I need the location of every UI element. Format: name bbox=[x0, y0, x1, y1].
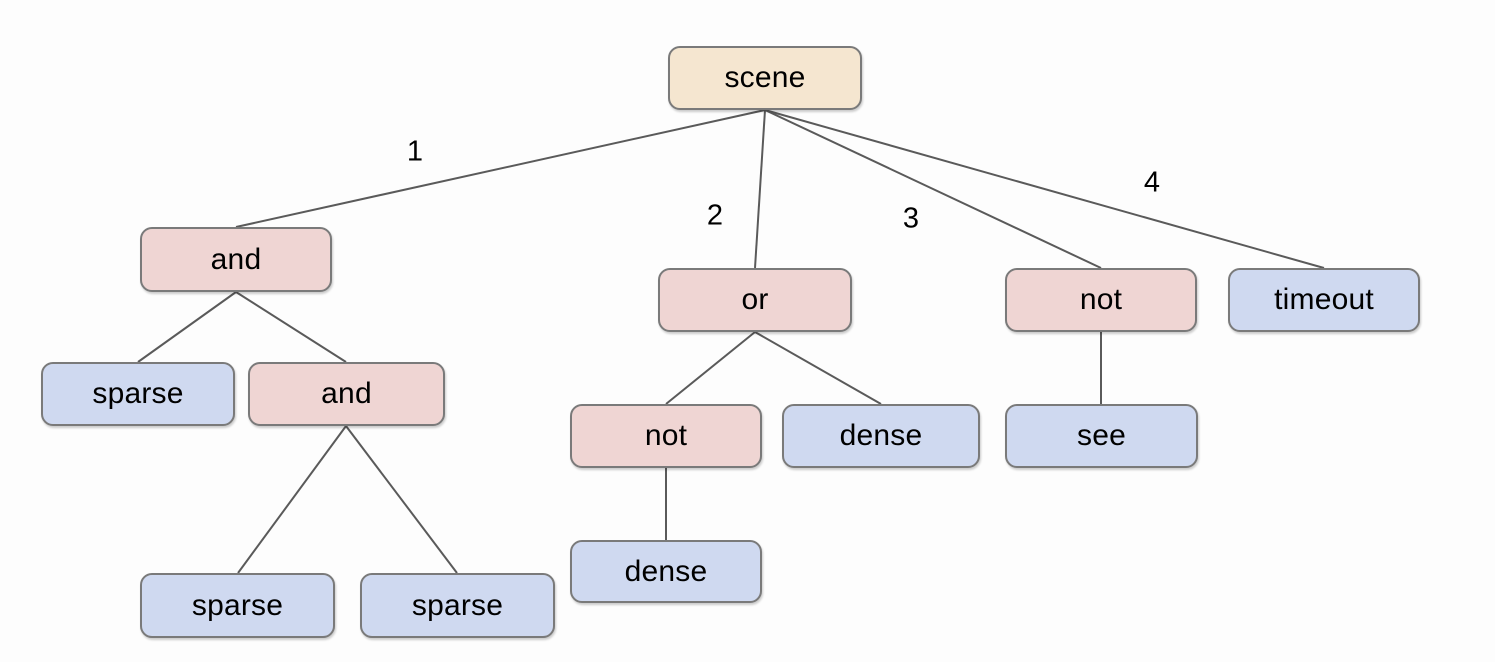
edge-label-4: 4 bbox=[1143, 166, 1161, 199]
node-label: see bbox=[1077, 419, 1126, 452]
edge-and1-to-sparse1 bbox=[137, 291, 237, 363]
edge-scene-to-timeout1 bbox=[764, 109, 1325, 269]
node-label: sparse bbox=[411, 588, 504, 622]
node-label: dense bbox=[839, 419, 923, 452]
node-timeout1[interactable]: timeout bbox=[1228, 268, 1420, 332]
node-and1[interactable]: and bbox=[140, 227, 332, 292]
node-label: not bbox=[644, 419, 688, 452]
edge-label-2: 2 bbox=[706, 199, 724, 232]
node-or1[interactable]: or bbox=[658, 268, 852, 332]
node-scene[interactable]: scene bbox=[668, 46, 862, 110]
edge-and2-to-sparse3 bbox=[345, 425, 458, 574]
edge-and2-to-sparse2 bbox=[237, 425, 347, 574]
node-label: timeout bbox=[1274, 283, 1374, 316]
node-sparse3[interactable]: sparse bbox=[360, 573, 555, 638]
node-not2[interactable]: not bbox=[1005, 268, 1197, 332]
edge-label-1: 1 bbox=[406, 135, 424, 168]
node-and2[interactable]: and bbox=[248, 362, 445, 426]
edge-scene-to-or1 bbox=[754, 109, 766, 269]
node-label: sparse bbox=[191, 588, 284, 622]
node-label: sparse bbox=[92, 377, 184, 410]
node-see1[interactable]: see bbox=[1005, 404, 1198, 468]
node-label: dense bbox=[624, 554, 708, 588]
node-not1[interactable]: not bbox=[570, 404, 762, 468]
node-label: and bbox=[321, 377, 372, 410]
node-sparse1[interactable]: sparse bbox=[41, 362, 235, 426]
node-label: scene bbox=[724, 61, 806, 94]
node-label: not bbox=[1079, 283, 1123, 316]
edge-scene-to-not2 bbox=[764, 109, 1102, 269]
node-label: and bbox=[210, 242, 262, 276]
node-dense2[interactable]: dense bbox=[570, 540, 762, 603]
edge-or1-to-dense1 bbox=[754, 331, 882, 405]
node-sparse2[interactable]: sparse bbox=[140, 573, 335, 638]
edge-and1-to-and2 bbox=[235, 291, 347, 363]
edge-scene-to-and1 bbox=[235, 109, 766, 228]
node-label: or bbox=[741, 283, 769, 316]
edge-or1-to-not1 bbox=[665, 331, 756, 405]
node-dense1[interactable]: dense bbox=[782, 404, 980, 468]
edge-label-3: 3 bbox=[902, 202, 920, 235]
